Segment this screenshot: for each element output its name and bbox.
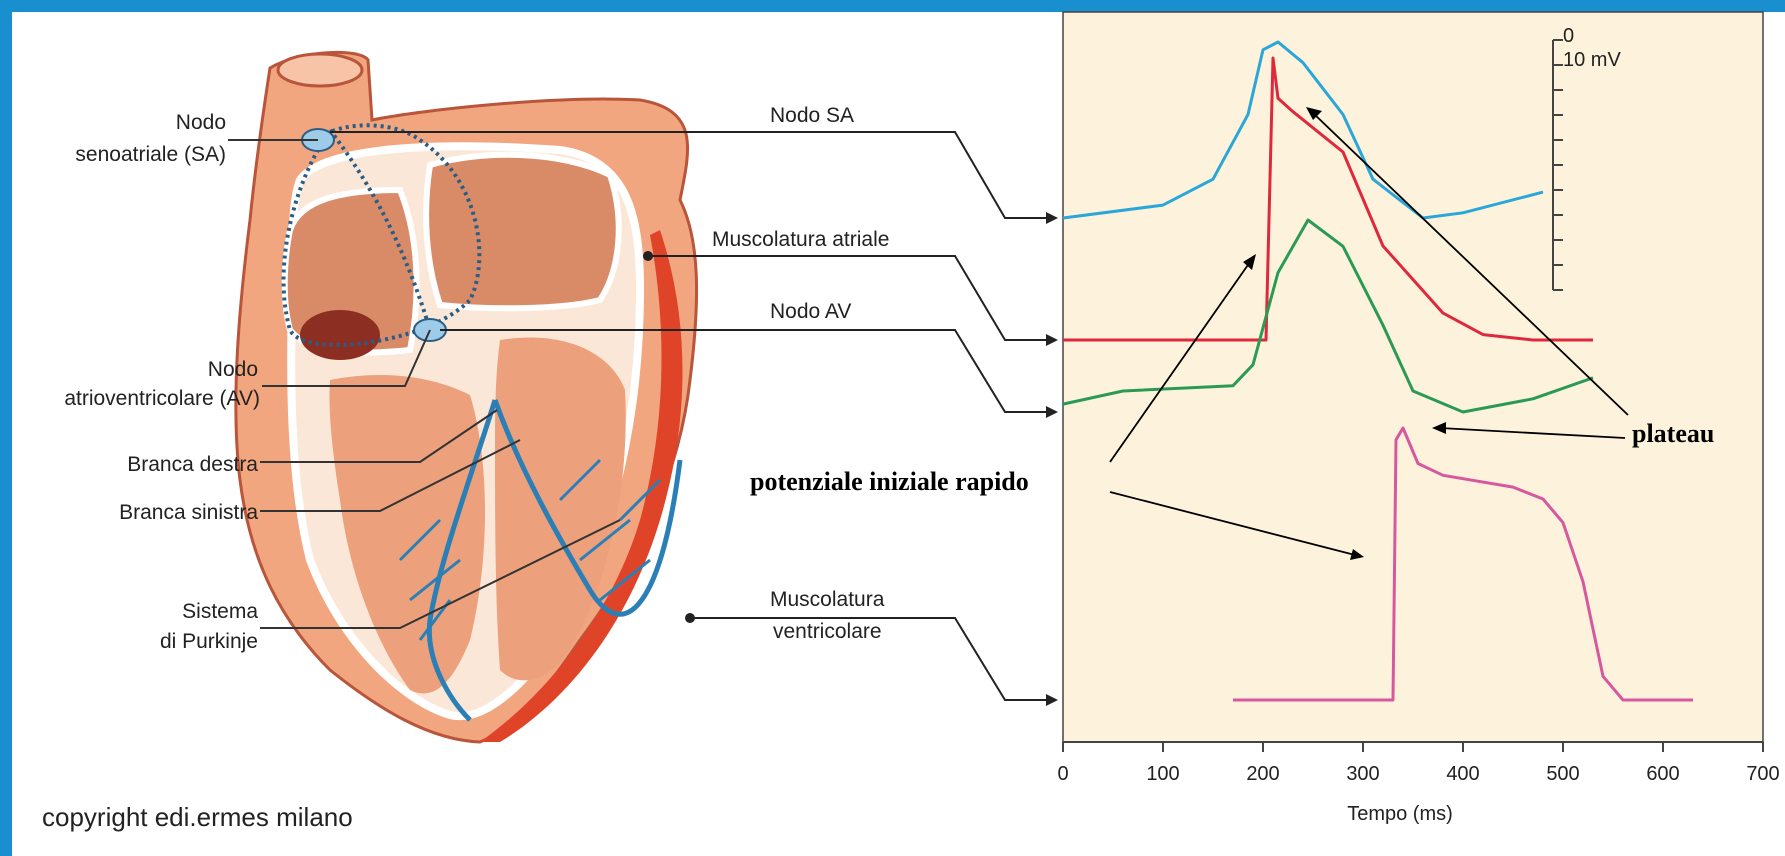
label-branca-sinistra: Branca sinistra — [119, 501, 258, 524]
label-purkinje-line2: di Purkinje — [160, 630, 258, 653]
x-tick-label: 200 — [1246, 763, 1279, 785]
copyright-text: copyright edi.ermes milano — [42, 802, 353, 832]
dot-atrial — [643, 251, 653, 261]
label-nodo-av-right: Nodo AV — [770, 300, 851, 323]
x-tick-label: 600 — [1646, 763, 1679, 785]
label-nodo-av-line1: Nodo — [208, 358, 258, 381]
x-tick-label: 700 — [1746, 763, 1779, 785]
valve-opening — [300, 310, 380, 360]
label-nodo-av-line2: atrioventricolare (AV) — [64, 387, 260, 410]
label-nodo-sa-right: Nodo SA — [770, 104, 854, 127]
x-axis-label: Tempo (ms) — [1347, 803, 1453, 825]
label-nodo-sa-line1: Nodo — [176, 111, 226, 134]
label-purkinje-line1: Sistema — [182, 600, 258, 623]
scale-10mv: 10 mV — [1563, 49, 1621, 71]
label-musc-ventr-line2: ventricolare — [773, 620, 882, 643]
label-musc-atriale: Muscolatura atriale — [712, 228, 889, 251]
label-branca-destra: Branca destra — [127, 453, 258, 476]
left-atrium — [426, 155, 619, 309]
dot-ventr — [685, 613, 695, 623]
x-tick-label: 300 — [1346, 763, 1379, 785]
annotation-plateau: plateau — [1632, 419, 1714, 448]
x-tick-label: 400 — [1446, 763, 1479, 785]
x-tick-label: 500 — [1546, 763, 1579, 785]
annotation-potenziale: potenziale iniziale rapido — [750, 467, 1029, 496]
label-musc-ventr-line1: Muscolatura — [770, 588, 885, 611]
scale-zero: 0 — [1563, 25, 1574, 47]
aorta-top — [278, 54, 362, 86]
x-tick-label: 100 — [1146, 763, 1179, 785]
x-tick-label: 0 — [1057, 763, 1068, 785]
chart-plot-area — [1063, 12, 1763, 742]
label-nodo-sa-line2: senoatriale (SA) — [75, 143, 226, 166]
